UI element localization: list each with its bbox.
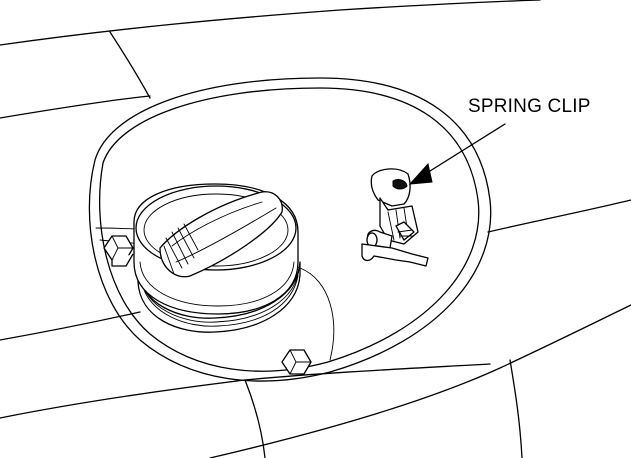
- mounting-nut-bottom: [281, 349, 312, 375]
- fuel-cap: [133, 183, 301, 333]
- spring-clip-label: SPRING CLIP: [468, 96, 591, 117]
- callout-arrow: [408, 123, 506, 185]
- mounting-nut-left: [103, 235, 134, 267]
- spring-clip: [361, 168, 429, 267]
